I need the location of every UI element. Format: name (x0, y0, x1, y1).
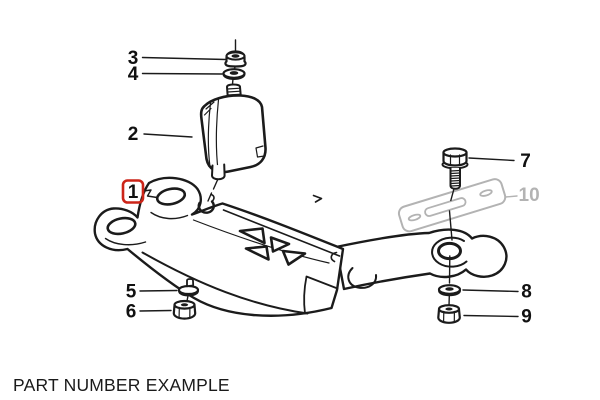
lightening-cutout (238, 227, 266, 245)
assembly-axis-line (207, 179, 219, 202)
fastener-stack-right (437, 255, 462, 324)
leader-1 (142, 189, 158, 199)
ear-hole-lower (106, 216, 137, 236)
face-crease-line (192, 219, 330, 264)
callout-6-label[interactable]: 6 (126, 302, 137, 323)
callout-leader-lines (139, 56, 519, 318)
stud-hole-hook (210, 193, 215, 203)
mount-notch (255, 145, 266, 158)
washer-8-drawing (437, 284, 462, 297)
highlight-box-part-1[interactable] (121, 179, 145, 204)
callout-9-label[interactable]: 9 (521, 307, 532, 328)
detail-tick (330, 251, 338, 263)
callout-labels: 1 2 3 4 5 6 7 8 9 10 (121, 48, 540, 328)
top-ridge-line (222, 209, 341, 257)
detail-tick (312, 194, 323, 203)
leader-4 (141, 72, 223, 75)
fastener-stack-top (222, 39, 247, 85)
callout-8-label[interactable]: 8 (521, 282, 532, 303)
callout-10-label[interactable]: 10 (519, 185, 540, 206)
leader-3 (141, 56, 227, 61)
mount-hatch-lines (203, 101, 215, 116)
washer-4-drawing (222, 68, 246, 80)
leader-10 (504, 195, 518, 198)
crossmember-body (93, 176, 345, 317)
flange-line (141, 251, 309, 315)
leader-6 (139, 309, 172, 312)
mount-bottom-stud (211, 163, 226, 181)
ear-fold-line (150, 211, 189, 220)
fastener-stack-left (172, 278, 200, 320)
crossmember-right-arm (334, 228, 508, 291)
ear-hole-upper (155, 187, 187, 206)
assembly-axis-line (448, 210, 453, 241)
callout-5-label[interactable]: 5 (126, 282, 137, 303)
ear-fold-line (104, 237, 147, 246)
mount-body (199, 94, 267, 174)
caption-part-number-example: PART NUMBER EXAMPLE (13, 375, 230, 395)
leader-2 (143, 133, 193, 138)
nut-9-drawing (437, 304, 461, 324)
crossmember-1-drawing (93, 176, 508, 317)
callout-4-label[interactable]: 4 (128, 64, 139, 85)
assembly-axis-line (450, 188, 455, 202)
plate-10-drawing (397, 178, 507, 233)
callout-1-label[interactable]: 1 (128, 182, 139, 203)
callout-3-label[interactable]: 3 (128, 48, 139, 69)
lightening-cutout (244, 245, 270, 261)
stud-hole (197, 200, 215, 214)
assembly-axis-line (231, 78, 234, 85)
bolt-7-drawing (441, 147, 469, 202)
mount-2-drawing (199, 83, 267, 202)
lobe-arc (347, 267, 378, 289)
leader-7 (468, 157, 515, 162)
lightening-cutout (281, 249, 307, 266)
end-face-lines (303, 275, 339, 315)
leader-8 (462, 289, 519, 293)
nut-6-drawing (172, 299, 197, 320)
mount-face-line (215, 98, 220, 171)
callout-2-label[interactable]: 2 (128, 124, 139, 145)
leader-9 (463, 314, 519, 318)
nut-3-drawing (224, 50, 247, 68)
leader-5 (139, 289, 178, 292)
callout-7-label[interactable]: 7 (520, 151, 531, 172)
lightening-cutout (269, 236, 291, 253)
